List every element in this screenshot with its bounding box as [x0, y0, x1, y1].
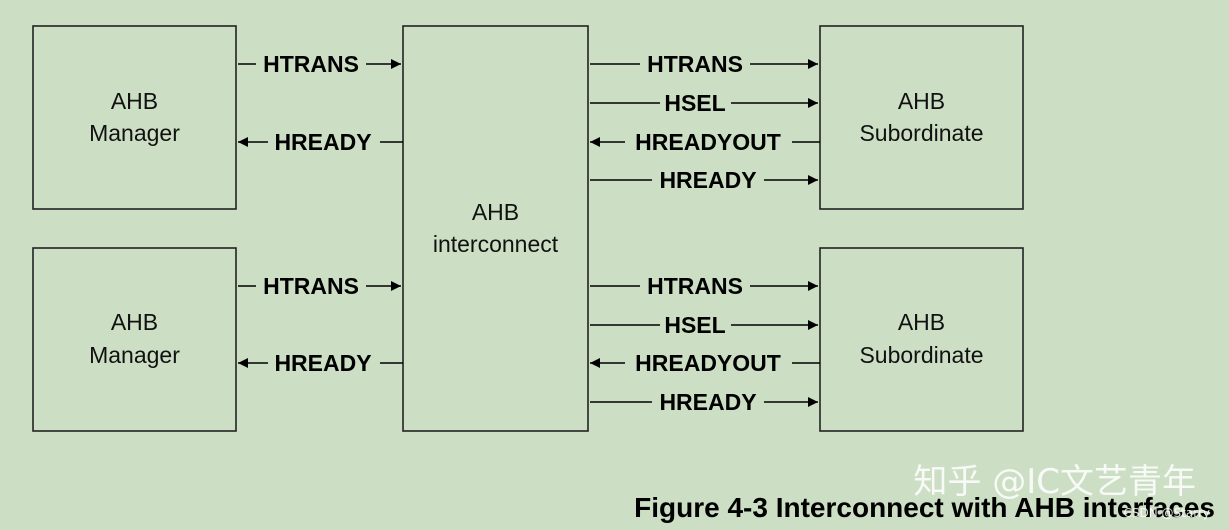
signal-label: HSEL [664, 90, 725, 116]
signal-subordinate-2-hsel: HSEL [590, 312, 818, 338]
subordinate-2-label-line-2: Subordinate [859, 342, 983, 368]
signal-manager-1-htrans: HTRANS [238, 51, 401, 77]
subordinate-block-2: AHB Subordinate [819, 247, 1024, 432]
interconnect-label-line-2: interconnect [433, 231, 559, 257]
manager-2-label-line-2: Manager [89, 342, 180, 368]
signal-label: HREADY [659, 389, 756, 415]
manager-1-label-line-1: AHB [111, 88, 158, 114]
manager-box-1 [32, 25, 237, 210]
signal-label: HSEL [664, 312, 725, 338]
subordinate-box-2 [819, 247, 1024, 432]
signal-label: HTRANS [263, 273, 359, 299]
signal-subordinate-1-htrans: HTRANS [590, 51, 818, 77]
signal-subordinate-2-hready: HREADY [590, 389, 818, 415]
subordinate-1-label-line-2: Subordinate [859, 120, 983, 146]
interconnect-box [402, 25, 589, 432]
manager-box-2 [32, 247, 237, 432]
watermark-text: 知乎 @IC文艺青年 [913, 462, 1196, 502]
signal-subordinate-1-hreadyout: HREADYOUT [590, 129, 820, 155]
signal-label: HREADYOUT [635, 129, 781, 155]
subordinate-1-label-line-1: AHB [898, 88, 945, 114]
manager-block-1: AHB Manager [32, 25, 237, 210]
signal-manager-2-htrans: HTRANS [238, 273, 401, 299]
interconnect-block: AHB interconnect [402, 25, 589, 432]
signal-subordinate-1-hsel: HSEL [590, 90, 818, 116]
subordinate-block-1: AHB Subordinate [819, 25, 1024, 210]
signal-label: HTRANS [647, 273, 743, 299]
subordinate-2-label-line-1: AHB [898, 309, 945, 335]
signal-label: HREADY [274, 350, 371, 376]
watermark-small-text: CSDN @Starry [1124, 506, 1210, 520]
manager-block-2: AHB Manager [32, 247, 237, 432]
subordinate-box-1 [819, 25, 1024, 210]
signal-subordinate-1-hready: HREADY [590, 167, 818, 193]
signal-label: HTRANS [263, 51, 359, 77]
signal-label: HREADY [659, 167, 756, 193]
manager-1-label-line-2: Manager [89, 120, 180, 146]
signal-manager-2-hready: HREADY [238, 350, 403, 376]
signal-label: HREADY [274, 129, 371, 155]
signal-subordinate-2-hreadyout: HREADYOUT [590, 350, 820, 376]
signal-label: HREADYOUT [635, 350, 781, 376]
signal-manager-1-hready: HREADY [238, 129, 403, 155]
signal-subordinate-2-htrans: HTRANS [590, 273, 818, 299]
manager-2-label-line-1: AHB [111, 309, 158, 335]
signal-label: HTRANS [647, 51, 743, 77]
interconnect-label-line-1: AHB [472, 199, 519, 225]
figure-caption: Figure 4-3 Interconnect with AHB interfa… [634, 492, 1215, 523]
